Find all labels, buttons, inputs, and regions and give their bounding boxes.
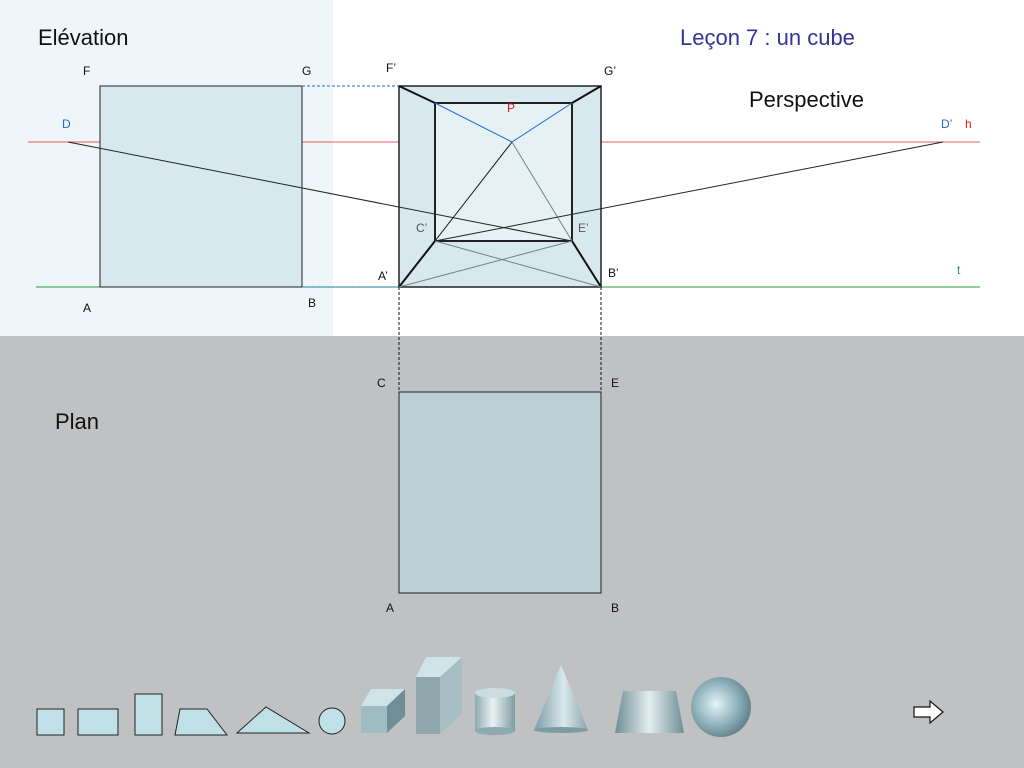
plan-point-b: B — [611, 601, 620, 615]
vanish-line-f — [434, 102, 513, 143]
horizon-label-h: h — [965, 117, 972, 131]
tall-rectangle-icon[interactable] — [134, 693, 163, 736]
perspective-back-face — [434, 102, 573, 242]
arrow-right-icon[interactable] — [912, 698, 946, 726]
perspective-point-c: C’ — [416, 221, 428, 235]
cylinder-icon[interactable] — [475, 688, 515, 735]
vanish-line-g — [511, 102, 573, 143]
plan-point-e: E — [611, 376, 620, 390]
cone-icon[interactable] — [534, 665, 588, 733]
perspective-point-e: E’ — [578, 221, 589, 235]
elevation-square — [99, 85, 303, 288]
perspective-point-d: D’ — [941, 117, 953, 131]
circle-icon[interactable] — [318, 707, 346, 735]
elevation-point-d: D — [62, 117, 71, 131]
vanishing-point-p: P — [507, 101, 516, 115]
diagonal-b — [434, 240, 602, 288]
square-icon[interactable] — [36, 708, 65, 736]
perspective-point-a: A’ — [378, 269, 388, 283]
elevation-point-f: F — [83, 64, 91, 78]
triangle-icon[interactable] — [235, 706, 311, 734]
edge-g — [571, 85, 602, 104]
elevation-point-b: B — [308, 296, 317, 310]
diagonal-a — [398, 240, 573, 288]
plan-point-c: C — [377, 376, 386, 390]
sphere-icon[interactable] — [691, 677, 751, 737]
rectangle-icon[interactable] — [77, 708, 119, 736]
edge-b — [571, 240, 602, 288]
frustum-icon[interactable] — [615, 691, 684, 733]
lesson-title: Leçon 7 : un cube — [680, 25, 855, 50]
perspective-point-f: F’ — [386, 61, 396, 75]
cube-icon[interactable] — [361, 689, 405, 733]
distance-line-d — [67, 141, 573, 242]
trapezoid-icon[interactable] — [174, 708, 229, 736]
vanish-line-c — [434, 141, 513, 242]
perspective-title: Perspective — [749, 87, 864, 112]
plan-square — [398, 391, 602, 594]
perspective-point-g: G’ — [604, 64, 616, 78]
distance-line-d-prime — [434, 141, 944, 242]
elevation-title: Elévation — [38, 25, 129, 50]
vanish-line-e — [511, 141, 573, 242]
edge-a — [398, 240, 436, 288]
elevation-point-a: A — [83, 301, 92, 315]
ground-label-t: t — [957, 263, 961, 277]
plan-title: Plan — [55, 409, 100, 434]
plan-point-a: A — [386, 601, 395, 615]
edge-f — [398, 85, 436, 104]
elevation-point-g: G — [302, 64, 312, 78]
prism-icon[interactable] — [416, 657, 462, 734]
perspective-point-b: B’ — [608, 266, 619, 280]
